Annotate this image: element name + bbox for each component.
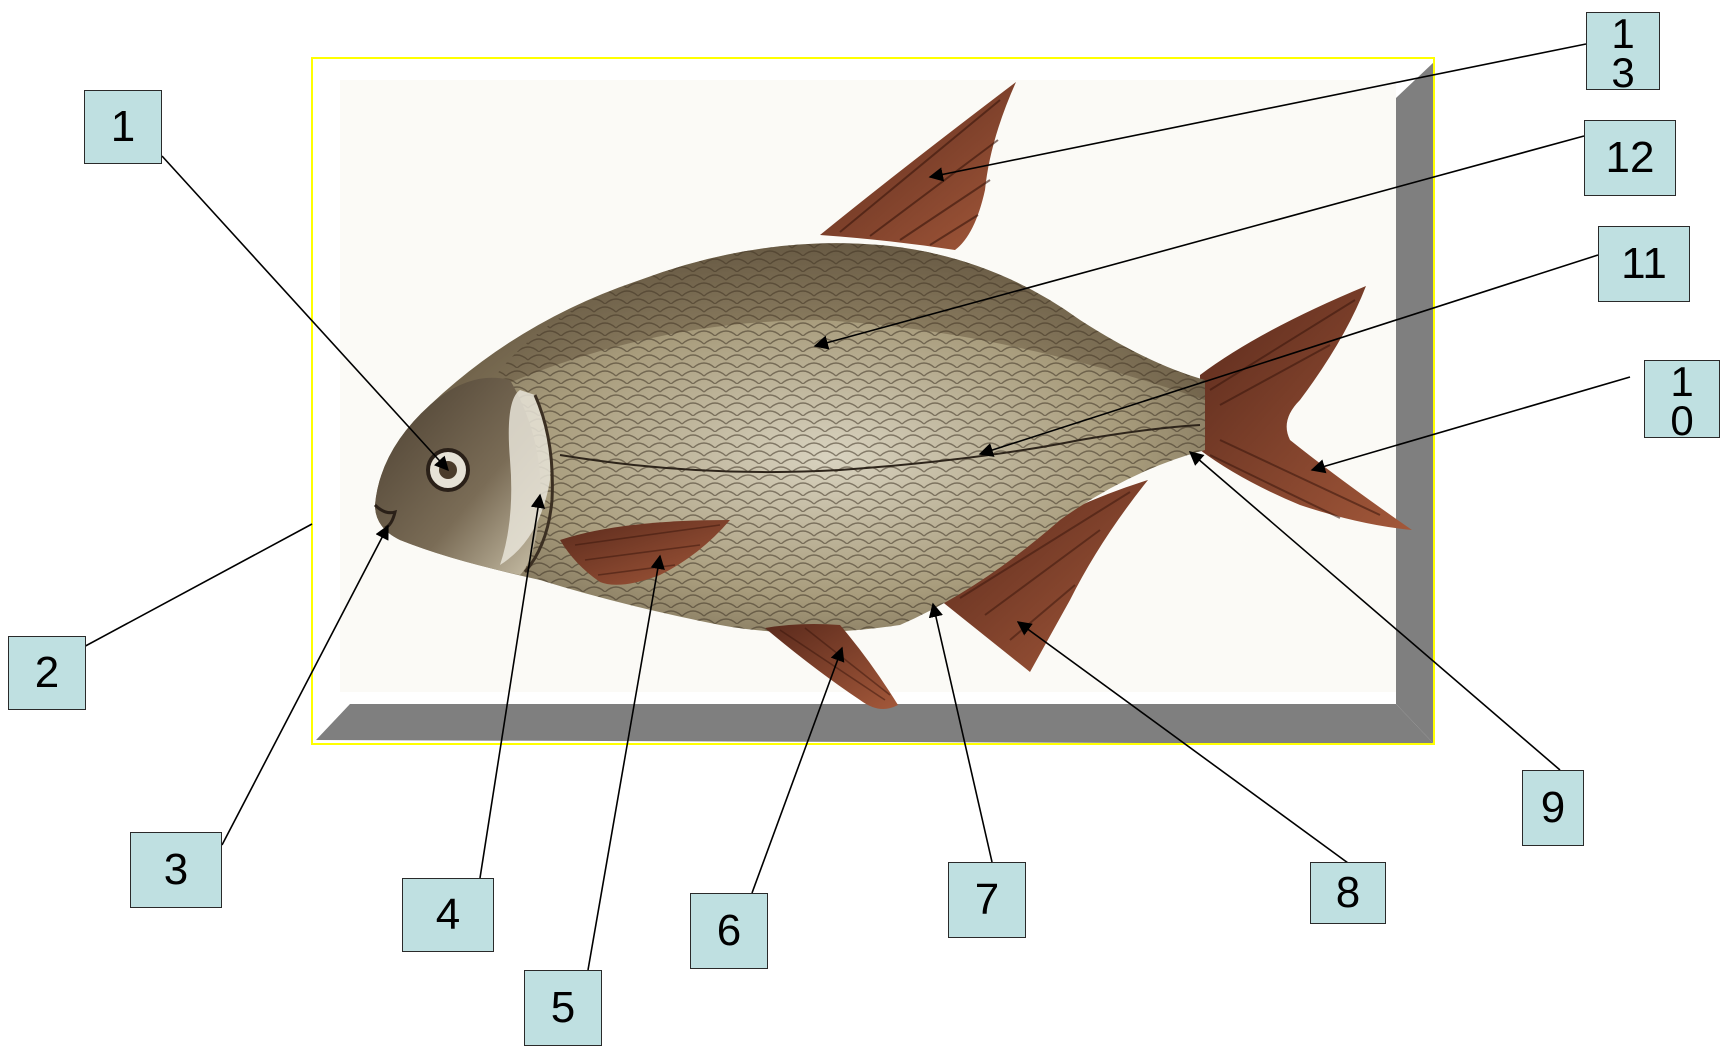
frame-shadow-right — [1396, 62, 1434, 744]
label-box-1: 1 — [84, 90, 162, 164]
leader-line-2 — [78, 524, 312, 650]
label-box-10: 1 0 — [1644, 360, 1720, 438]
label-box-6: 6 — [690, 893, 768, 969]
label-box-9: 9 — [1522, 770, 1584, 846]
label-box-8: 8 — [1310, 862, 1386, 924]
label-box-5: 5 — [524, 970, 602, 1046]
label-box-12: 12 — [1584, 120, 1676, 196]
label-box-11: 11 — [1598, 226, 1690, 302]
label-box-13: 1 3 — [1586, 12, 1660, 90]
label-box-4: 4 — [402, 878, 494, 952]
label-box-2: 2 — [8, 636, 86, 710]
frame-shadow-bottom — [316, 704, 1434, 744]
label-box-7: 7 — [948, 862, 1026, 938]
label-box-3: 3 — [130, 832, 222, 908]
